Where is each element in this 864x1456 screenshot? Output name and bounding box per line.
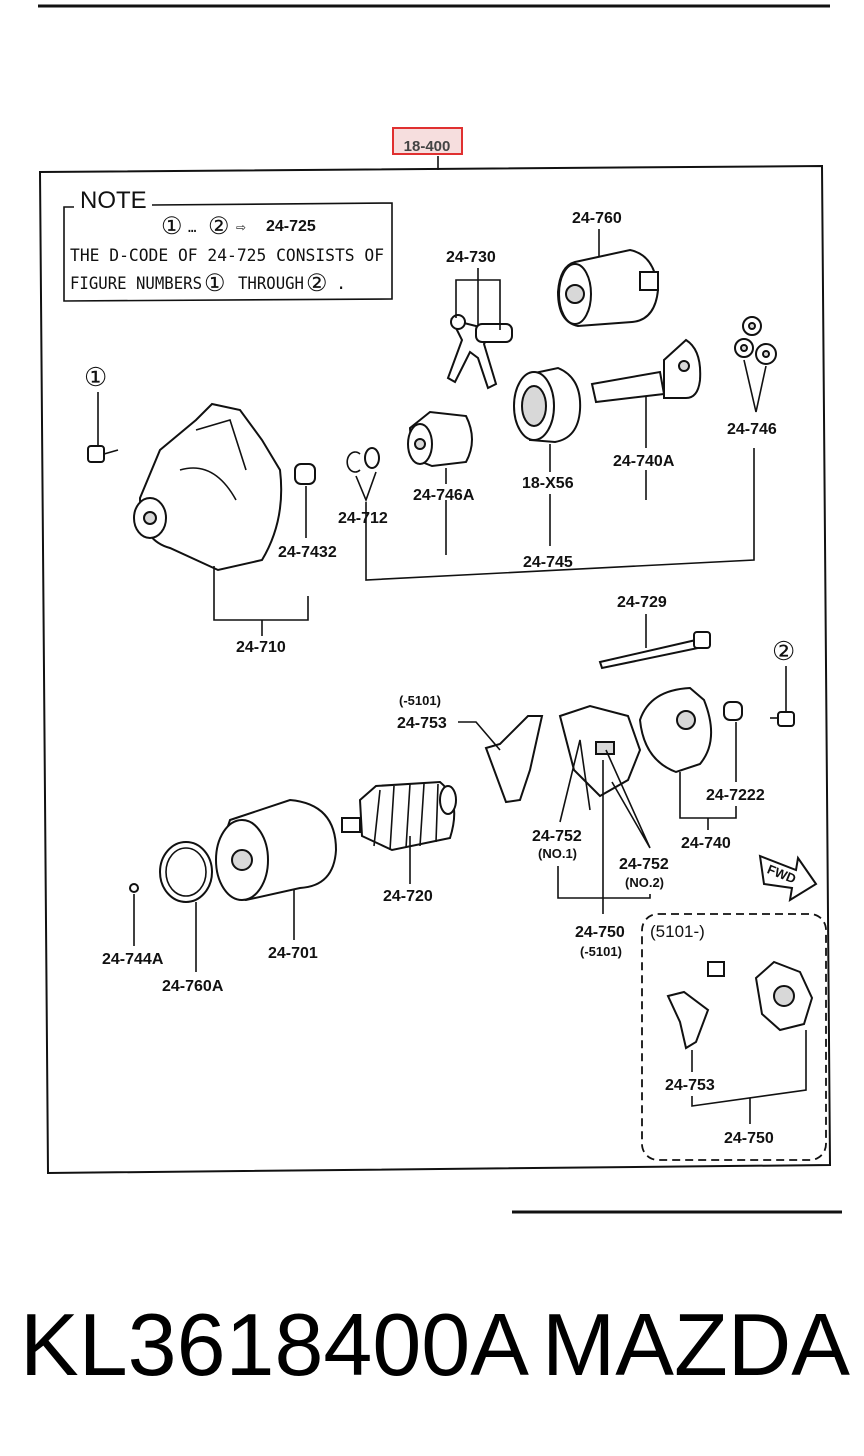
label-24-746A: 24-746A [413, 487, 475, 504]
label-5101-new: (5101-) [650, 922, 705, 941]
label-24-752-no1: 24-752 [532, 828, 582, 845]
label-24-745: 24-745 [523, 554, 573, 571]
ref-code: 18-400 [404, 138, 451, 155]
fwd-arrow: FWD [758, 854, 818, 903]
label-18-X56: 18-X56 [522, 475, 574, 492]
internal-gear-drawing[interactable] [513, 366, 582, 444]
label-24-710: 24-710 [236, 639, 286, 656]
planetary-shaft-drawing[interactable] [590, 338, 702, 404]
exploded-parts-diagram: 18-400 NOTE ① … ② ⇨ 24-725 THE D-CODE OF… [38, 4, 842, 1214]
seal-ring-drawing[interactable] [159, 841, 213, 903]
plug-drawing[interactable] [129, 883, 139, 893]
brush-holder-new-drawing[interactable] [754, 960, 814, 1032]
label-24-753: 24-753 [397, 715, 447, 732]
label-24-760: 24-760 [572, 210, 622, 227]
bushing-drawing[interactable] [294, 463, 316, 485]
label-24-746: 24-746 [727, 421, 777, 438]
label-24-701: 24-701 [268, 945, 318, 962]
drive-housing-drawing[interactable] [133, 402, 283, 572]
label-24-753-new: 24-753 [665, 1077, 715, 1094]
brush-old-drawing[interactable] [484, 715, 544, 804]
callout-2: ② [772, 636, 795, 666]
label-5101-old2: (-5101) [580, 944, 622, 959]
new-model-inset: (5101-) 24-753 24-750 [641, 913, 827, 1161]
group-24-745-bracket [365, 448, 755, 581]
bolt-2-drawing[interactable] [770, 711, 795, 727]
note-range-end: ② [208, 212, 230, 240]
label-24-752-no2: 24-752 [619, 856, 669, 873]
label-24-760A: 24-760A [162, 978, 224, 995]
label-24-712: 24-712 [338, 510, 388, 527]
part-number: KL3618400A [20, 1295, 529, 1394]
label-no1: (NO.1) [538, 846, 577, 861]
footer: KL3618400A MAZDA [20, 1290, 850, 1400]
brush-new-drawing[interactable] [666, 961, 725, 1050]
main-frame [38, 164, 832, 1175]
label-24-730: 24-730 [446, 249, 496, 266]
note-box: NOTE ① … ② ⇨ 24-725 THE D-CODE OF 24-725… [63, 187, 393, 302]
drive-lever-drawing[interactable] [446, 314, 513, 390]
note-line2-circle2: ② [306, 269, 328, 297]
brush-holder-drawing[interactable] [558, 704, 642, 798]
label-24-729: 24-729 [617, 594, 667, 611]
note-arrow: ⇨ [236, 217, 246, 236]
label-5101-old: (-5101) [399, 693, 441, 708]
callout-1: ① [84, 362, 107, 392]
bolt-1-drawing[interactable] [87, 445, 119, 463]
stop-ring-drawing[interactable] [346, 447, 380, 473]
label-24-750-new: 24-750 [724, 1130, 774, 1147]
label-no2: (NO.2) [625, 875, 664, 890]
note-range-start: ① [161, 212, 183, 240]
note-line2-end: . [336, 274, 346, 294]
magnetic-switch-drawing[interactable] [556, 248, 660, 328]
note-line2-pre: FIGURE NUMBERS [70, 274, 202, 294]
note-line1: THE D-CODE OF 24-725 CONSISTS OF [70, 246, 384, 266]
end-bushing-drawing[interactable] [723, 701, 743, 721]
label-24-720: 24-720 [383, 888, 433, 905]
label-24-740: 24-740 [681, 835, 731, 852]
note-range-sep: … [188, 220, 196, 236]
label-24-7222: 24-7222 [706, 787, 765, 804]
overrunning-clutch-drawing[interactable] [407, 410, 473, 468]
pinion-gears-drawing[interactable] [734, 316, 777, 365]
label-24-7432: 24-7432 [278, 544, 337, 561]
label-24-740A: 24-740A [613, 453, 675, 470]
label-24-744A: 24-744A [102, 951, 164, 968]
through-bolt-drawing[interactable] [598, 631, 711, 670]
brand-name: MAZDA [542, 1295, 850, 1394]
armature-drawing[interactable] [341, 780, 457, 852]
note-range-code: 24-725 [266, 218, 316, 235]
label-24-750: 24-750 [575, 924, 625, 941]
ref-code-highlight[interactable] [392, 127, 463, 155]
note-line2-circle1: ① [204, 269, 226, 297]
commutator-end-frame-drawing[interactable] [638, 686, 713, 774]
yoke-drawing[interactable] [215, 798, 338, 902]
note-line2-mid: THROUGH [238, 274, 304, 294]
note-heading: NOTE [80, 187, 147, 214]
